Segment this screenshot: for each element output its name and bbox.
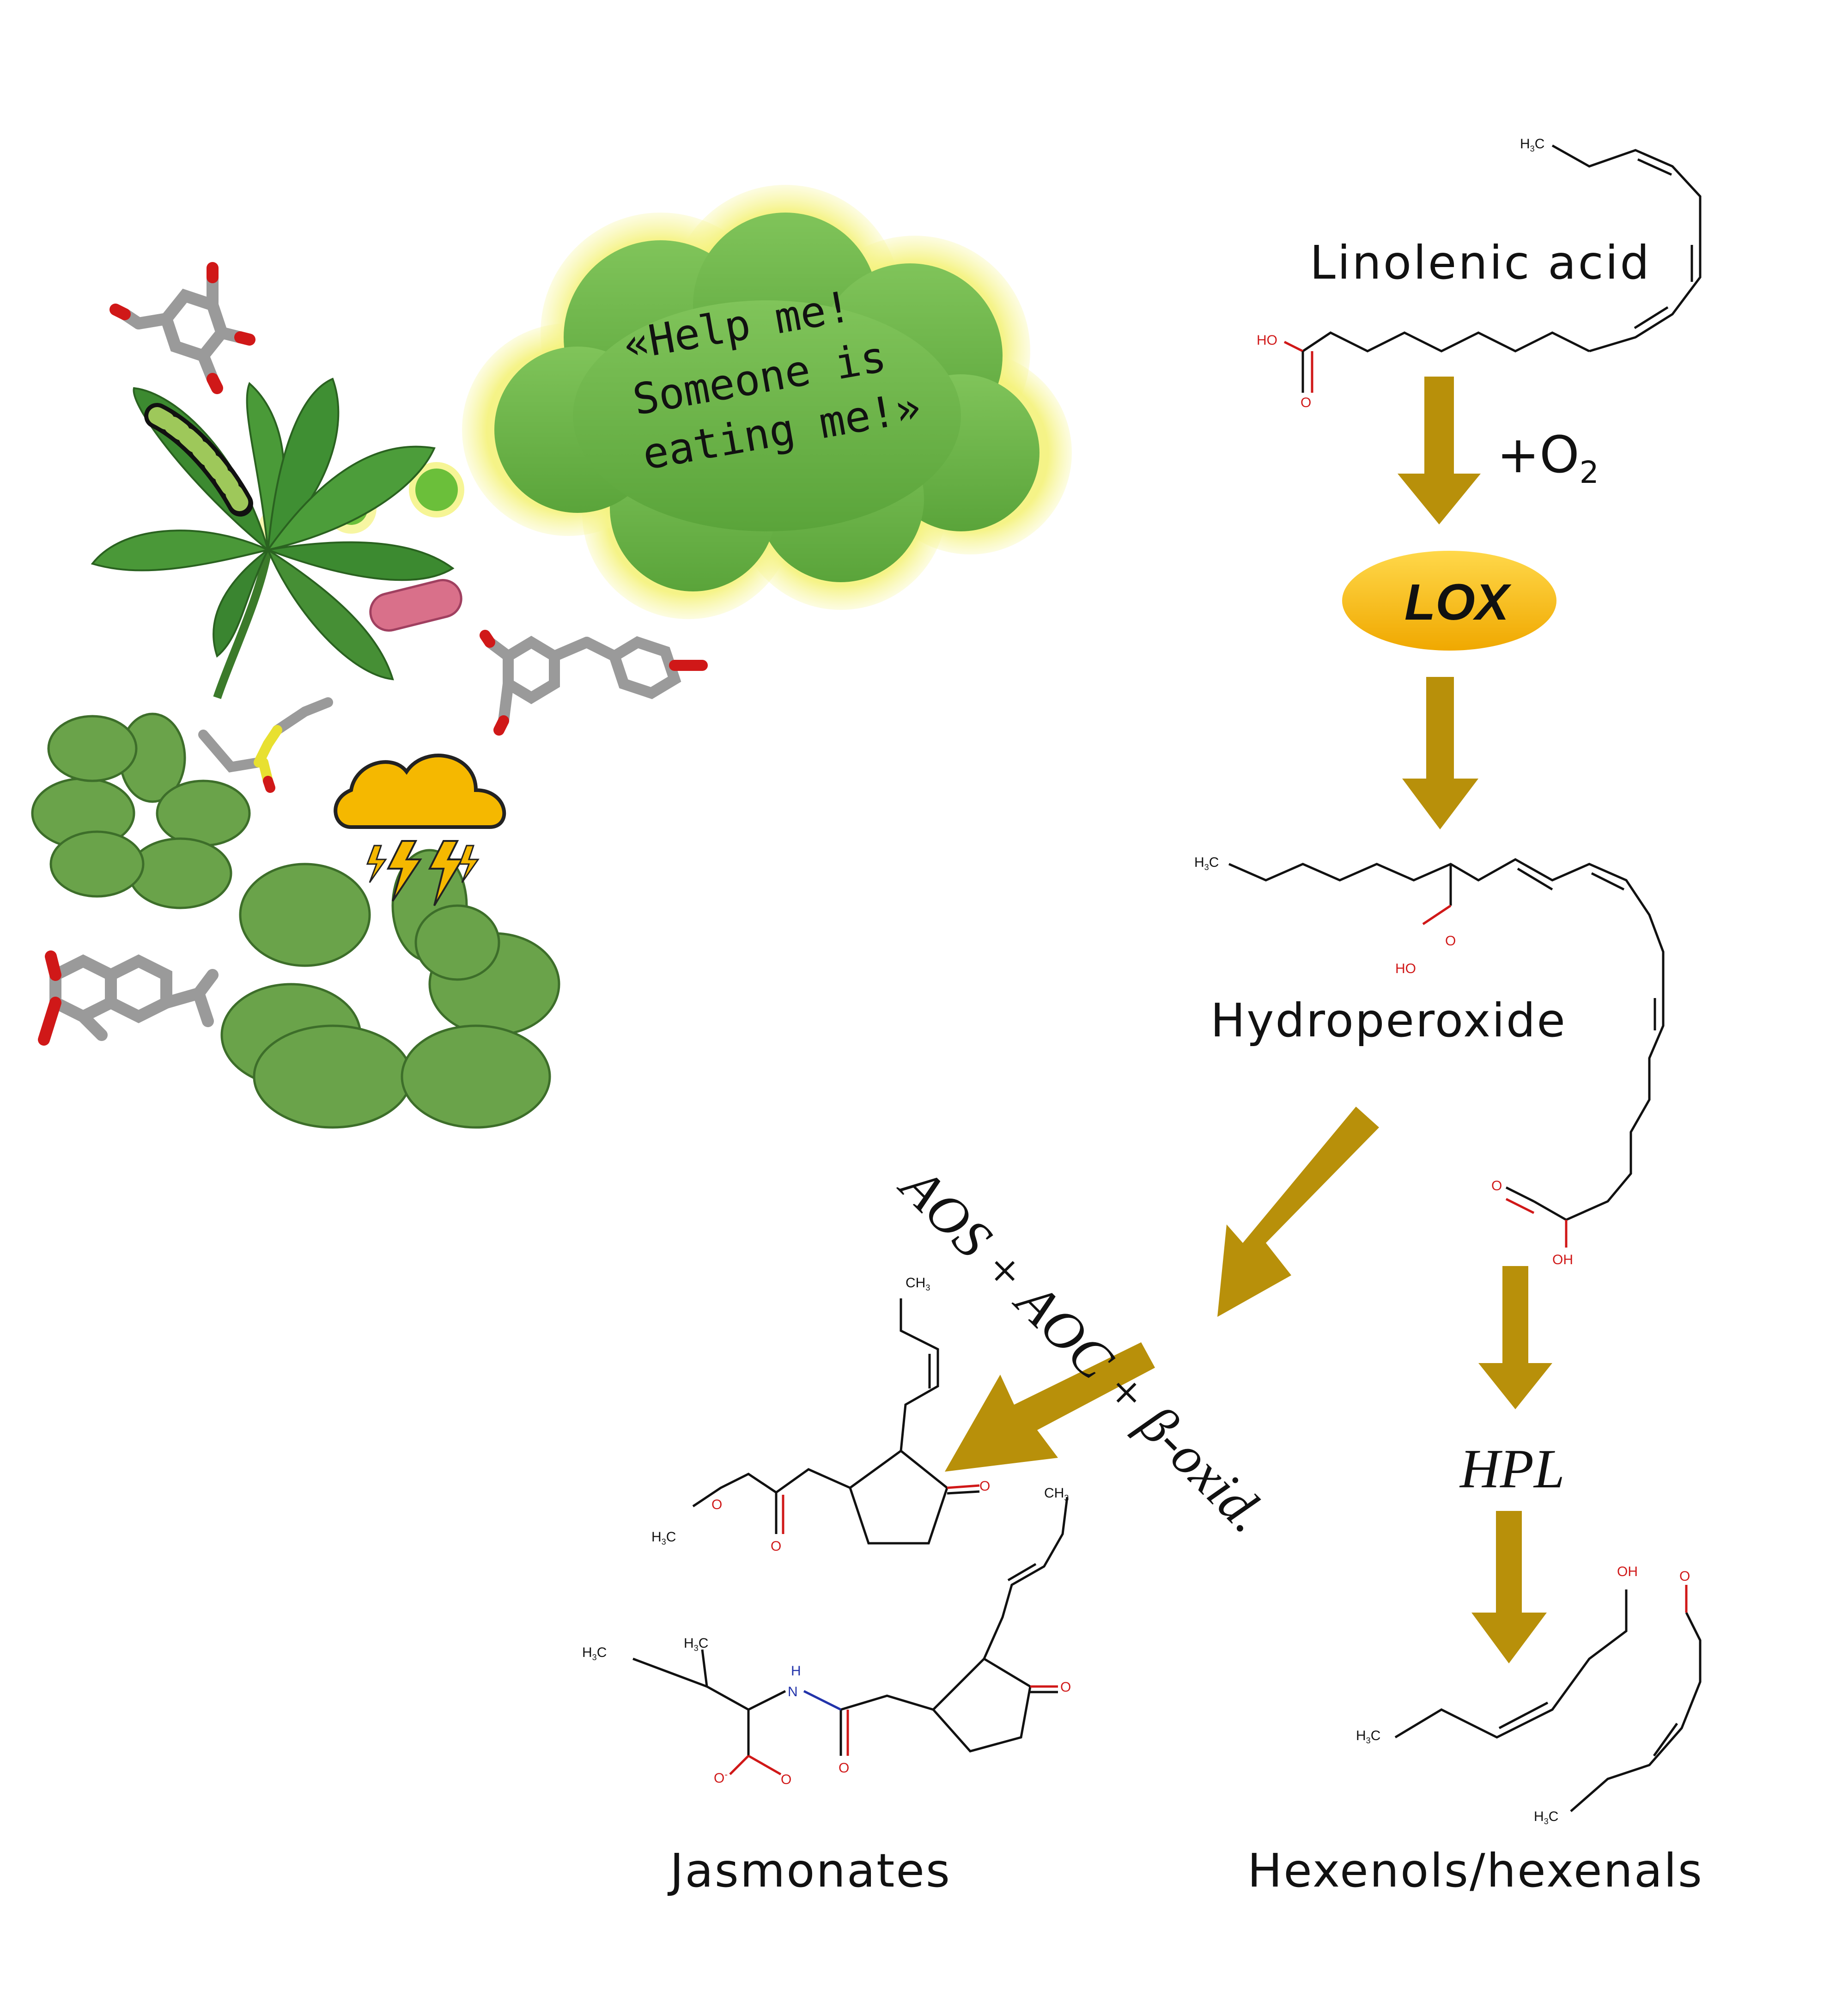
atom-h3c-jaile-ethyl: H3C xyxy=(582,1645,607,1662)
atom-o-mej-ester: O xyxy=(711,1497,723,1512)
jasmonates-label: Jasmonates xyxy=(670,1844,951,1898)
atom-oh-acid: OH xyxy=(1552,1252,1573,1267)
atom-o-mej-carbonyl: O xyxy=(771,1539,782,1554)
atom-ch3-jaile: CH3 xyxy=(1044,1486,1069,1503)
lox-label: LOX xyxy=(1404,574,1509,631)
caterpillar xyxy=(144,403,253,517)
molecule-3d-stilbene xyxy=(480,630,708,736)
methyl-jasmonate-structure xyxy=(692,1298,980,1545)
atom-h3c-jaile-methyl: H3C xyxy=(684,1636,709,1653)
atom-h-amide: H xyxy=(791,1663,801,1679)
molecule-3d-bottom xyxy=(38,950,219,1046)
atom-o-acid: O xyxy=(1491,1178,1502,1193)
hydroperoxide-label: Hydroperoxide xyxy=(1210,993,1567,1047)
hexenal-structure xyxy=(1570,1585,1702,1812)
atom-ch3-mej: CH3 xyxy=(906,1275,930,1292)
oxygen-plus-text: +O xyxy=(1497,425,1580,484)
lox-enzyme-ellipse xyxy=(1342,551,1556,651)
atom-o-jaile-ketone: O xyxy=(1060,1680,1071,1695)
atom-o-carboxylate-minus: O- xyxy=(714,1770,728,1786)
hydroperoxide-structure xyxy=(1228,858,1665,1248)
molecule-3d-top xyxy=(109,262,255,394)
arrow-hydroperoxide-to-aos xyxy=(1217,1107,1379,1317)
arrow-hydroperoxide-to-hpl xyxy=(1478,1266,1552,1409)
atom-oh-hexenol: OH xyxy=(1617,1564,1638,1579)
chestnut-leaf-illustration xyxy=(91,377,455,699)
bacterium xyxy=(369,578,462,632)
arrow-hpl-to-hexenols xyxy=(1471,1511,1547,1663)
atom-ho-hydroperoxide: HO xyxy=(1395,961,1416,976)
atom-h3c-linolenic: H3C xyxy=(1520,136,1545,153)
atom-o-amide: O xyxy=(839,1760,850,1776)
hexenol-structure xyxy=(1394,1589,1628,1739)
atom-o-mej-ketone: O xyxy=(979,1479,991,1494)
linolenic-acid-structure xyxy=(1283,144,1702,393)
atom-h3c-hexenal: H3C xyxy=(1534,1809,1559,1826)
linolenic-acid-label: Linolenic acid xyxy=(1310,236,1651,290)
arrow-aos-to-jasmonates xyxy=(945,1342,1155,1472)
hexenols-label: Hexenols/hexenals xyxy=(1247,1844,1704,1898)
rosette-plant-small xyxy=(31,712,251,909)
oxygen-label: +O2 xyxy=(1497,425,1599,490)
atom-h3c-hydroperoxide: H3C xyxy=(1194,855,1219,872)
atom-o-carboxylate: O xyxy=(781,1772,792,1787)
atom-h3c-mej: H3C xyxy=(651,1529,676,1547)
hpl-label: HPL xyxy=(1460,1438,1565,1499)
atom-o-hydroperoxide: O xyxy=(1445,933,1456,949)
storm-cloud-icon xyxy=(334,754,506,907)
jasmonoyl-isoleucine-structure xyxy=(632,1497,1069,1776)
atom-o-linolenic: O xyxy=(1301,395,1312,410)
atom-h3c-hexenol: H3C xyxy=(1356,1728,1381,1745)
atom-n-amide: N xyxy=(788,1684,798,1699)
molecule-3d-sulfide xyxy=(198,697,333,793)
rosette-plant-large xyxy=(220,849,560,1129)
arrow-linolenic-to-lox xyxy=(1398,377,1481,524)
oxygen-subscript: 2 xyxy=(1579,455,1599,490)
atom-o-hexenal: O xyxy=(1679,1569,1690,1584)
arrow-lox-to-hydroperoxide xyxy=(1402,677,1478,829)
speech-cloud xyxy=(462,185,1072,619)
atom-ho-linolenic: HO xyxy=(1257,333,1277,348)
